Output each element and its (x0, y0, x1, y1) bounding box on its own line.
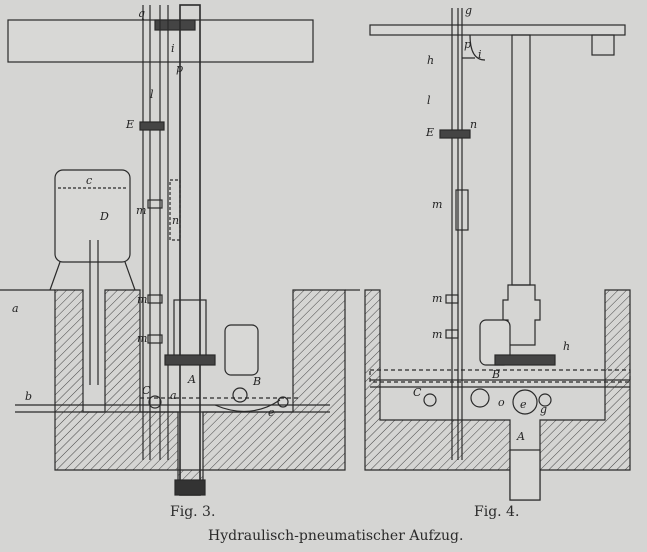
label-c: c (86, 174, 92, 187)
fig3-cylinder-A (179, 4, 201, 496)
label-m: m (137, 293, 147, 306)
fig3-guide-rails (142, 5, 169, 460)
fig3-labels: q i p l E c D m n m m a b C a A B e (12, 7, 275, 419)
label-h: h (563, 340, 570, 353)
fig3-caption: Fig. 3. (170, 504, 216, 520)
label-E: E (125, 118, 134, 131)
label-l: l (150, 88, 154, 101)
fig3-drawing (0, 4, 360, 496)
label-b: b (25, 390, 32, 403)
label-D: D (99, 210, 109, 223)
label-m: m (137, 332, 147, 345)
label-a: a (12, 302, 19, 315)
label-i: i (171, 42, 175, 55)
label-E: E (425, 126, 434, 139)
label-n: n (172, 214, 179, 227)
label-m: m (432, 198, 442, 211)
label-C: C (413, 386, 422, 399)
label-h: h (427, 54, 434, 67)
fig3-tank-B (224, 324, 259, 376)
label-l: l (427, 94, 431, 107)
label-B: B (491, 368, 500, 381)
label-A: A (516, 430, 525, 443)
label-p: p (176, 62, 183, 75)
label-g: g (540, 403, 547, 416)
label-g: g (465, 4, 472, 17)
fig4-guide-rail (451, 8, 463, 460)
label-q: q (138, 7, 145, 20)
fig4-ground (364, 289, 631, 501)
label-m: m (136, 204, 146, 217)
label-n: n (470, 118, 477, 131)
label-o: o (498, 396, 505, 409)
label-e: e (268, 406, 275, 419)
fig3-tank-D (54, 169, 131, 263)
label-i: i (478, 48, 482, 61)
label-e: e (520, 398, 527, 411)
label-p: p (464, 38, 471, 51)
fig4-drawing (364, 8, 631, 501)
label-B: B (252, 375, 261, 388)
fig4-plunger (511, 34, 531, 286)
figure-title: Hydraulisch-pneumatischer Aufzug. (208, 528, 464, 544)
label-m: m (432, 292, 442, 305)
label-a2: a (170, 389, 177, 402)
label-m: m (432, 328, 442, 341)
label-A: A (187, 373, 196, 386)
fig4-labels: g i h p l E n m m m B C e o g h A (413, 4, 570, 443)
fig4-platform (369, 24, 626, 36)
fig4-caption: Fig. 4. (474, 504, 520, 520)
label-C: C (142, 384, 151, 397)
